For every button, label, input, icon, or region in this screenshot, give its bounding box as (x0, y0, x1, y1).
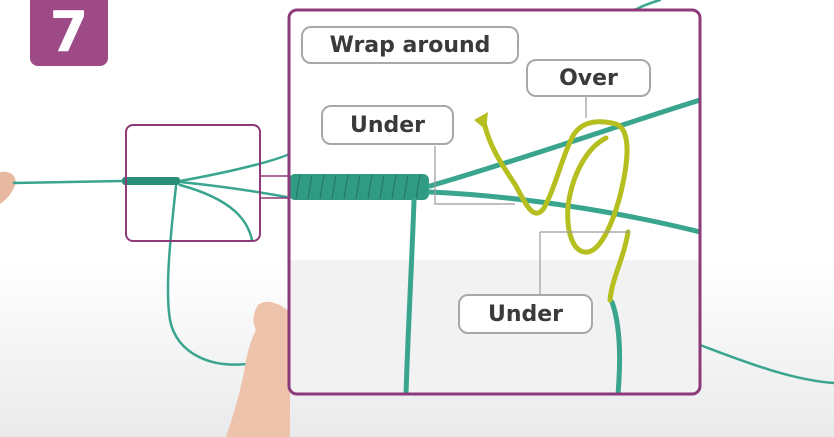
under-label-bottom: Under (458, 294, 593, 334)
under-label-top: Under (321, 105, 454, 145)
wrap-around-label: Wrap around (301, 26, 519, 64)
step-badge: 7 (30, 0, 108, 66)
knot-small (122, 177, 180, 185)
left-hand-icon (0, 172, 16, 204)
over-label: Over (526, 59, 651, 97)
step-number: 7 (50, 5, 89, 61)
